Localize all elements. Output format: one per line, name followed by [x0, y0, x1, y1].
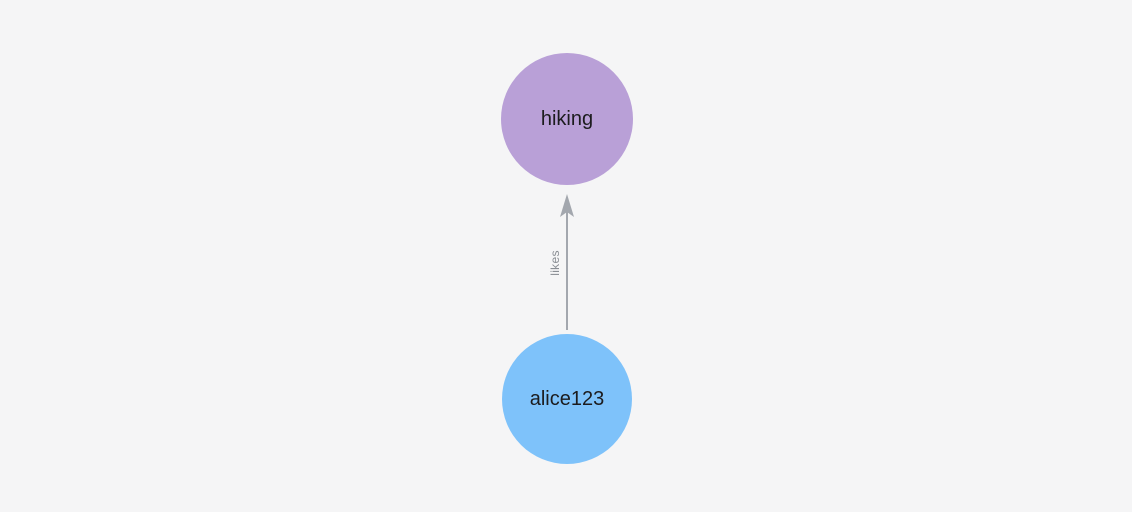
node-alice123-label: alice123 — [529, 387, 605, 410]
node-alice123[interactable]: alice123 — [502, 334, 632, 464]
arrowhead-icon — [560, 194, 574, 217]
node-hiking[interactable]: hiking — [501, 53, 633, 185]
edge-label-likes: likes — [548, 250, 562, 276]
node-hiking-label: hiking — [540, 107, 594, 130]
